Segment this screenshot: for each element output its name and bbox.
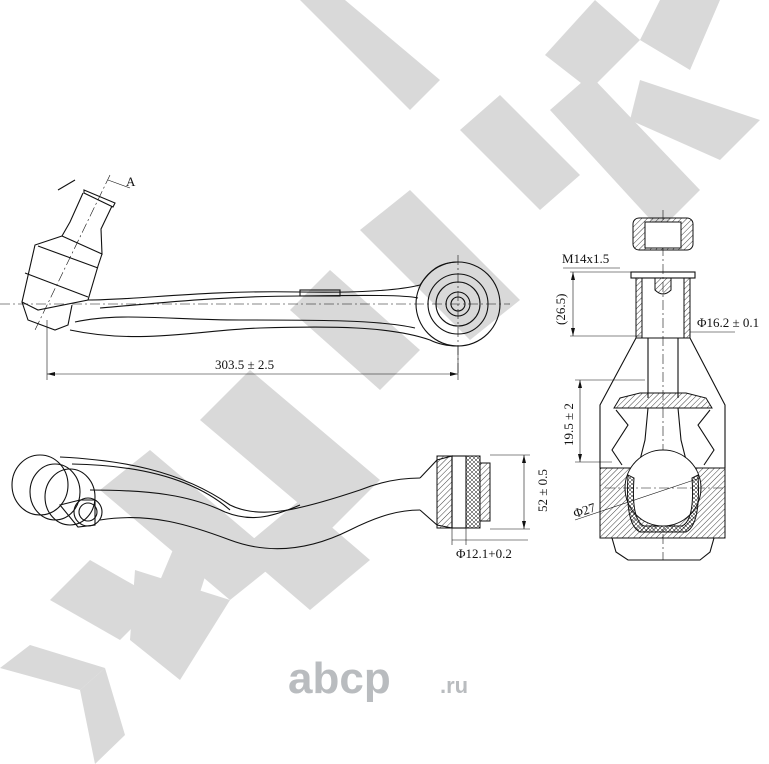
- bushing-width-label: 52 ± 0.5: [535, 469, 550, 512]
- top-view-arm: A 303.5 ± 2.5: [0, 174, 510, 380]
- ball-diameter-label: Φ27: [571, 499, 598, 520]
- thread-spec-label: M14x1.5: [562, 251, 609, 266]
- boot-height-label: 19.5 ± 2: [561, 403, 576, 446]
- view-marker-a: A: [126, 174, 136, 189]
- bushing-bore-label: Φ12.1+0.2: [456, 546, 512, 561]
- ball-joint-section-view: 19.5 ± 2 Φ27 M14x1.5 (26.5) Φ16.2 ± 0.1: [553, 210, 759, 561]
- brand-name: abcp: [288, 654, 391, 703]
- side-view-arm: 52 ± 0.5 Φ12.1+0.2: [11, 454, 550, 561]
- abcp-brand-logo: abcp .ru: [288, 654, 468, 703]
- stud-length-label: (26.5): [553, 294, 568, 325]
- stud-diameter-label: Φ16.2 ± 0.1: [697, 315, 759, 330]
- brand-tld: .ru: [440, 673, 468, 698]
- length-dimension-label: 303.5 ± 2.5: [215, 357, 274, 372]
